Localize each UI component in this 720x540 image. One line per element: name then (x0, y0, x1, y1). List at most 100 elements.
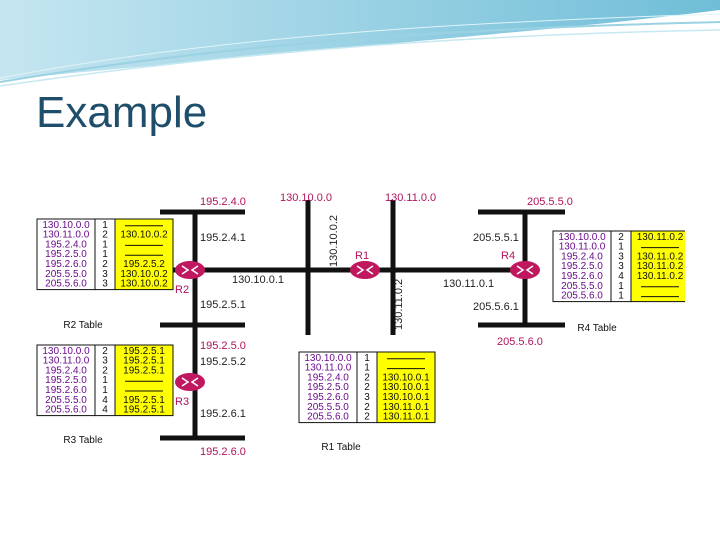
table-cell-hop: 1 (618, 291, 624, 302)
iface-r4-left: 130.11.0.1 (443, 278, 494, 290)
table-cell-dest: 195.2.6.0 (45, 385, 87, 396)
table-cell-dest: 205.5.6.0 (307, 412, 349, 423)
table-cell-next: 195.2.5.2 (123, 259, 165, 270)
table-cell-next: 130.10.0.1 (382, 382, 430, 393)
table-cell-hop: 3 (102, 269, 108, 280)
table-cell-next: 130.11.0.2 (637, 261, 684, 272)
iface-r2-top: 195.2.4.1 (200, 232, 246, 244)
table-cell-hop: 4 (102, 395, 108, 406)
iface-r2-bottom: 195.2.5.1 (200, 299, 246, 311)
table-dest-column (298, 351, 358, 424)
iface-r3-bottom: 195.2.6.1 (200, 408, 246, 420)
table-cell-dest: 195.2.6.0 (45, 259, 87, 270)
header-banner (0, 0, 720, 87)
table-cell-dest: 205.5.6.0 (561, 291, 603, 302)
table-cell-hop: 2 (102, 259, 108, 270)
table-cell-dest: 195.2.4.0 (561, 251, 603, 262)
routing-diagram-svg: R1 R2 R4 R3 195.2.4.0 130.10.0.0 130.11.… (35, 185, 685, 460)
table-cell-dest: 195.2.4.0 (45, 239, 87, 250)
table-cell-dest: 130.11.0.0 (43, 356, 90, 367)
router-r4-label: R4 (501, 250, 515, 262)
table-dest-column (552, 230, 612, 303)
table-cell-hop: 2 (364, 412, 370, 423)
table-cell-next: 130.11.0.2 (637, 232, 684, 243)
routing-table-r2: 130.10.0.0 1 130.11.0.0 2 130.10.0.2 195.2.4.… (36, 218, 174, 331)
table-cell-hop: 1 (618, 281, 624, 292)
table-next-column (630, 230, 685, 303)
table-cell-dest: 195.2.6.0 (561, 271, 603, 282)
table-cell-dest: 205.5.5.0 (45, 395, 87, 406)
table-cell-next: 130.10.0.1 (382, 392, 430, 403)
router-r4-icon (510, 261, 540, 279)
router-r2-icon (175, 261, 205, 279)
table-next-column (376, 351, 436, 424)
table-cell-dest: 195.2.5.0 (561, 261, 603, 272)
table-cell-hop: 2 (364, 372, 370, 383)
table-cell-next: 130.11.0.1 (383, 412, 430, 423)
table-cell-next: 195.2.5.1 (123, 365, 165, 376)
table-cell-hop: 2 (102, 346, 108, 357)
table-cell-dest: 205.5.6.0 (45, 279, 87, 290)
table-cell-dest: 195.2.4.0 (45, 365, 87, 376)
table-cell-dest: 195.2.5.0 (45, 249, 87, 260)
router-r3-icon (175, 373, 205, 391)
table-cell-hop: 3 (102, 356, 108, 367)
table-cell-next: 130.11.0.2 (637, 271, 684, 282)
table-cell-next: 130.10.0.2 (120, 230, 168, 241)
table-cell-hop: 1 (102, 220, 108, 231)
table-cell-hop: 1 (102, 239, 108, 250)
routing-diagram: R1 R2 R4 R3 195.2.4.0 130.10.0.0 130.11.… (35, 185, 685, 460)
table-cell-hop: 1 (364, 353, 370, 364)
router-r2-label: R2 (175, 284, 189, 296)
network-195-2-4-0: 195.2.4.0 (200, 196, 246, 208)
iface-r3-top: 195.2.5.2 (200, 356, 246, 368)
table-cell-dest: 130.10.0.0 (42, 220, 90, 231)
table-cell-dest: 130.10.0.0 (304, 353, 352, 364)
table-cell-dest: 205.5.6.0 (45, 405, 87, 416)
table-cell-next: 130.10.0.2 (120, 279, 168, 290)
table-cell-hop: 2 (364, 382, 370, 393)
routing-table-r1: 130.10.0.0 1 130.11.0.0 1 195.2.4.0 2 130.10.0… (298, 351, 436, 453)
network-130-10-0-0: 130.10.0.0 (280, 192, 332, 204)
network-130-11-0-0: 130.11.0.0 (385, 192, 436, 204)
iface-r1-right-vertical: 130.11.0.2 (393, 279, 405, 330)
table-cell-dest: 205.5.5.0 (307, 402, 349, 413)
network-195-2-5-0: 195.2.5.0 (200, 340, 246, 352)
table-cell-dest: 130.11.0.0 (305, 363, 352, 374)
table-cell-hop: 2 (618, 232, 624, 243)
table-cell-next: 195.2.5.1 (123, 405, 165, 416)
table-cell-hop: 4 (102, 405, 108, 416)
table-cell-dest: 130.10.0.0 (42, 346, 90, 357)
network-195-2-6-0: 195.2.6.0 (200, 446, 246, 458)
table-cell-dest: 195.2.5.0 (307, 382, 349, 393)
router-r1-label: R1 (355, 250, 369, 262)
table-cell-next: 130.11.0.1 (383, 402, 430, 413)
table-cell-hop: 3 (102, 279, 108, 290)
table-cell-next: 195.2.5.1 (123, 395, 165, 406)
table-cell-hop: 1 (364, 363, 370, 374)
iface-r1-left-vertical: 130.10.0.2 (328, 215, 340, 267)
routing-tables: 130.10.0.0 1 130.11.0.0 2 130.10.0.2 195.2.4.… (36, 218, 685, 453)
table-cell-hop: 1 (102, 385, 108, 396)
table-cell-next: 195.2.5.1 (123, 356, 165, 367)
network-205-5-5-0: 205.5.5.0 (527, 196, 573, 208)
table-cell-dest: 130.11.0.0 (559, 242, 606, 253)
table-cell-next: 195.2.5.1 (123, 346, 165, 357)
table-caption: R1 Table (321, 442, 361, 453)
router-r1-icon (350, 261, 380, 279)
table-cell-hop: 3 (364, 392, 370, 403)
iface-r4-top: 205.5.5.1 (473, 232, 519, 244)
table-cell-next: 130.10.0.1 (382, 372, 430, 383)
table-cell-hop: 2 (364, 402, 370, 413)
table-cell-next: 130.11.0.2 (637, 251, 684, 262)
table-cell-hop: 2 (102, 365, 108, 376)
table-cell-hop: 3 (618, 251, 624, 262)
table-dest-column (36, 218, 96, 291)
table-cell-hop: 2 (102, 230, 108, 241)
table-cell-next: 130.10.0.2 (120, 269, 168, 280)
routing-table-r3: 130.10.0.0 2 195.2.5.1 130.11.0.0 3 195.2.5.1… (36, 344, 174, 446)
table-cell-dest: 130.11.0.0 (43, 230, 90, 241)
table-cell-dest: 195.2.4.0 (307, 372, 349, 383)
table-caption: R4 Table (577, 323, 617, 334)
